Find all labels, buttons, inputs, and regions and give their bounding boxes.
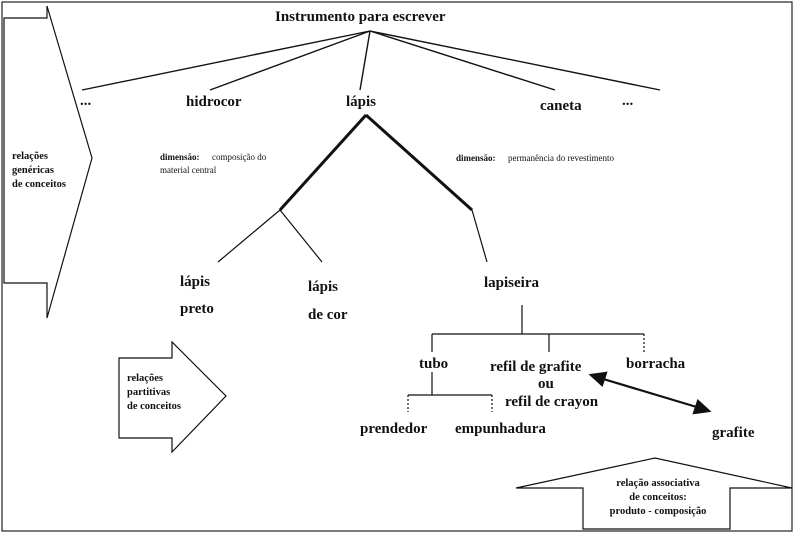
branch-hidrocor [209,30,371,91]
concept-grafite: grafite [712,425,755,441]
branch-lapis [359,30,371,91]
concept-refil-crayon: refil de crayon [505,394,599,410]
generic-relations-label: relações genéricas de conceitos [12,150,66,193]
dimension-left-value-2: material central [160,165,217,175]
ellipsis-right: ... [622,93,634,109]
dimension-right-label: dimensão: [456,153,496,163]
ellipsis-left: ... [80,93,92,109]
lapis-children [217,209,488,263]
lapis-dimension-branches [278,113,474,212]
concept-lapiseira: lapiseira [484,275,539,291]
partitive-relations-line-3: de conceitos [127,401,181,413]
partitive-relations-arrow [118,340,227,454]
generic-relations-line-1: relações [12,151,48,162]
associative-arrow-line [599,376,701,410]
concept-borracha: borracha [626,356,686,372]
arrowhead-grafite [692,399,712,415]
concept-empunhadura: empunhadura [455,421,546,437]
dimension-left-value-1: composição do [212,152,267,162]
root-concept: Instrumento para escrever [275,9,446,25]
arrowhead-refil [588,371,608,387]
concept-lapis-cor-1: lápis [308,279,339,295]
branch-caneta [369,30,556,91]
concept-prendedor: prendedor [360,421,428,437]
associative-relation-arrow [515,457,793,530]
associative-relation-line-3: produto - composição [609,506,707,518]
concept-lapis: lápis [346,94,377,110]
associative-arrow [588,371,712,415]
concept-caneta: caneta [540,98,582,114]
concept-tubo: tubo [419,356,449,372]
branch-dimension-right [364,113,474,212]
generic-relations-arrow [3,5,93,319]
lapiseira-bracket [431,305,645,352]
tubo-bracket [407,372,493,412]
dimension-left: dimensão: composição do [160,153,266,162]
concept-refil-grafite: refil de grafite [490,359,582,375]
associative-relation-line-1: relação associativa [616,478,700,489]
generic-relations-line-3: de conceitos [12,179,66,191]
partitive-relations-label: relações partitivas de conceitos [127,372,181,415]
branch-dimension-left [278,113,368,212]
branch-lapis-preto [217,209,281,263]
concept-hidrocor: hidrocor [186,94,242,110]
dimension-right: dimensão: permanência do revestimento [456,154,614,163]
generic-relations-line-2: genéricas [12,165,54,177]
root-branches [81,30,661,91]
dimension-left-label: dimensão: [160,152,200,162]
concept-lapis-preto-2: preto [180,301,214,317]
branch-lapiseira [471,209,488,263]
branch-right-ellipsis [369,30,661,91]
connector-ou: ou [538,376,554,392]
associative-relation-label: relação associativa de conceitos: produt… [583,477,733,520]
partitive-relations-line-2: partitivas [127,387,171,399]
branch-left-ellipsis [81,30,371,91]
dimension-right-value: permanência do revestimento [508,153,614,163]
partitive-relations-line-1: relações [127,373,163,384]
branch-lapis-cor [279,209,323,263]
concept-lapis-cor-2: de cor [308,307,348,323]
concept-lapis-preto-1: lápis [180,274,211,290]
associative-relation-line-2: de conceitos: [629,492,687,504]
